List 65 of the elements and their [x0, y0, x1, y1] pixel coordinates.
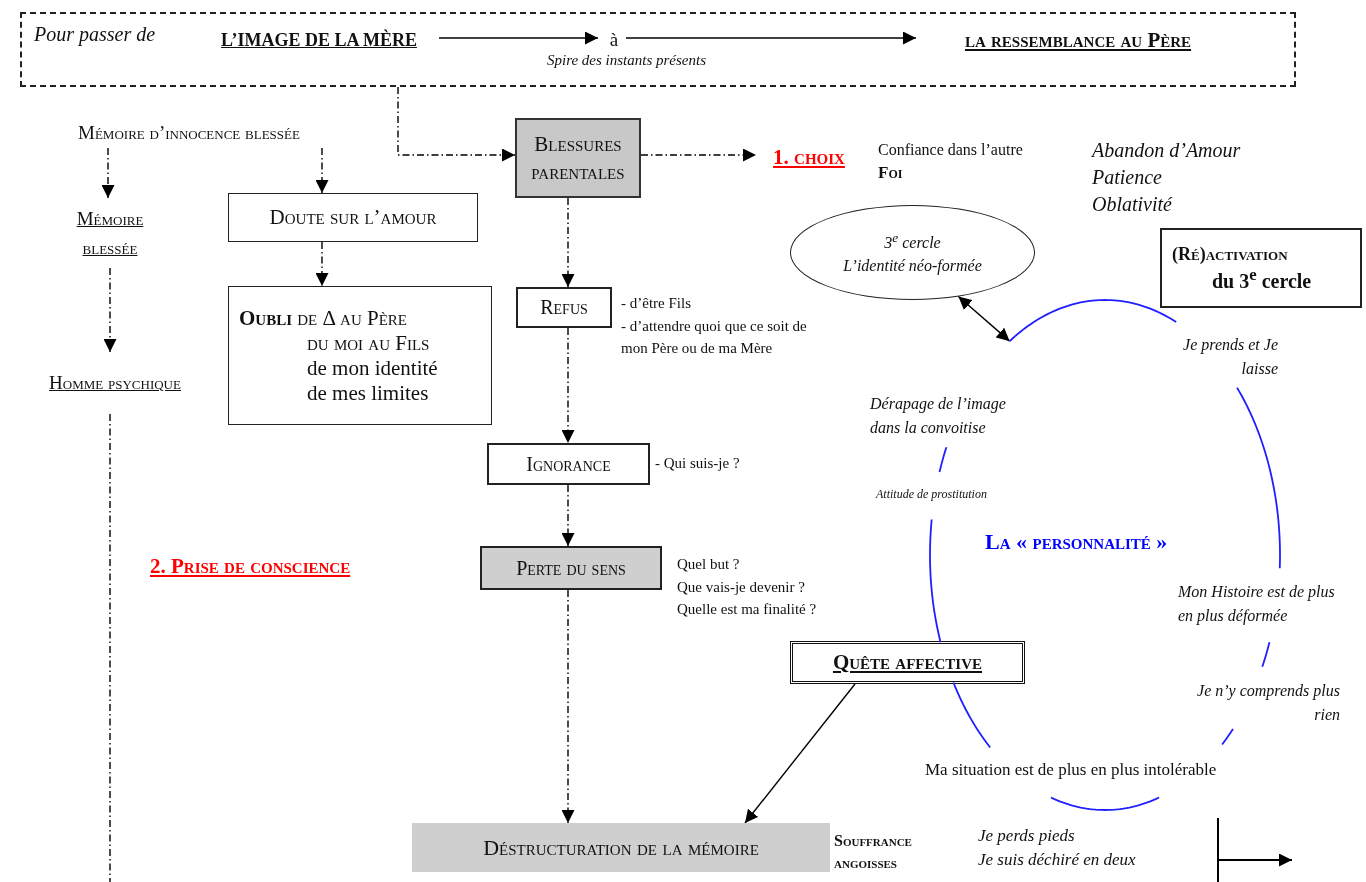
arrow — [625, 31, 917, 45]
box-heading: (Ré)activation — [1172, 243, 1288, 265]
process-box: Doute sur l’amour — [228, 193, 478, 242]
note-text: Confiance dans l’autre — [878, 141, 1023, 159]
dashed-arrow — [397, 86, 516, 162]
dashed-frame — [20, 12, 1296, 87]
arrow — [744, 683, 856, 824]
circle-note: Ma situation est de plus en plus intolérable — [925, 760, 1217, 780]
side-note: - d’attendre quoi que ce soit de mon Père ou de ma Mère — [621, 316, 808, 358]
ellipse-node — [790, 205, 1035, 300]
process-box: Ignorance — [487, 443, 650, 485]
intro-text: Pour passer de — [34, 23, 156, 46]
side-note: Que vais-je devenir ? — [677, 577, 805, 597]
note-text: Je perds pieds — [978, 826, 1075, 846]
box-text: du moi au Fils — [307, 330, 430, 356]
arrow — [438, 31, 599, 45]
dashed-arrow — [561, 589, 575, 824]
ellipse-text: L’identité néo-formée — [843, 256, 982, 277]
arrow — [957, 295, 1011, 342]
section-label: Mémoire blessée — [50, 198, 170, 268]
circle-note: Dérapage de l’image dans la convoitise — [870, 394, 1007, 438]
side-note: - d’être Fils — [621, 294, 691, 313]
section-label: Mémoire d’innocence blessée — [8, 118, 370, 148]
note-text: Je suis déchiré en deux — [978, 850, 1136, 870]
circle-note: Mon Histoire est de plus en plus déformée — [1178, 582, 1336, 627]
section-label: Homme psychique — [45, 352, 185, 414]
process-box: Déstructuration de la mémoire — [412, 823, 830, 872]
note-text: Abandon d’Amour — [1092, 139, 1241, 162]
process-box — [228, 286, 492, 425]
circle-note: Je prends et Je laisse — [1182, 335, 1278, 379]
side-note: Quel but ? — [677, 555, 740, 574]
step-heading: 2. Prise de conscience — [150, 554, 351, 579]
process-box: Refus — [516, 287, 612, 328]
step-heading: 1. choix — [756, 142, 862, 172]
process-box: Blessures parentales — [515, 118, 641, 198]
box-text: Oubli de Δ au Père — [239, 305, 408, 331]
ellipse-text: 3$^{e}$ cercle — [884, 228, 941, 253]
dashed-arrow — [315, 147, 329, 194]
process-box: Quête affective — [790, 641, 1025, 684]
dashed-arrow — [561, 197, 575, 288]
connector-word: à — [600, 26, 628, 54]
note-text: Foi — [878, 163, 903, 183]
side-note: Souffrance — [834, 831, 912, 851]
note-text: Oblativité — [1092, 193, 1172, 216]
circle-title: La « personnalité » — [985, 529, 1168, 555]
circle-note: Je n’y comprends plus rien — [1196, 681, 1340, 725]
process-box: Perte du sens — [480, 546, 662, 590]
circle-note: Attitude de prostitution — [876, 487, 987, 502]
subtitle-text: Spire des instants présents — [547, 52, 707, 69]
box-text: de mes limites — [307, 380, 429, 406]
heading-text: L’IMAGE DE LA MÈRE — [197, 26, 441, 54]
dashed-arrow — [101, 147, 115, 199]
heading-text: la ressemblance au Père — [918, 26, 1238, 54]
dashed-arrow — [640, 148, 757, 162]
dashed-arrow — [561, 484, 575, 547]
dashed-arrow — [315, 241, 329, 287]
box-text: du 3$^{e}$ cercle — [1212, 264, 1312, 293]
note-text: Patience — [1092, 166, 1162, 189]
side-note: angoisses — [834, 853, 897, 874]
box-text: de mon identité — [307, 355, 438, 381]
process-box — [1160, 228, 1362, 308]
side-note: - Qui suis-je ? — [655, 454, 740, 473]
dashed-arrow — [103, 267, 117, 353]
side-note: Quelle est ma finalité ? — [677, 600, 817, 619]
dashed-arrow — [561, 327, 575, 444]
